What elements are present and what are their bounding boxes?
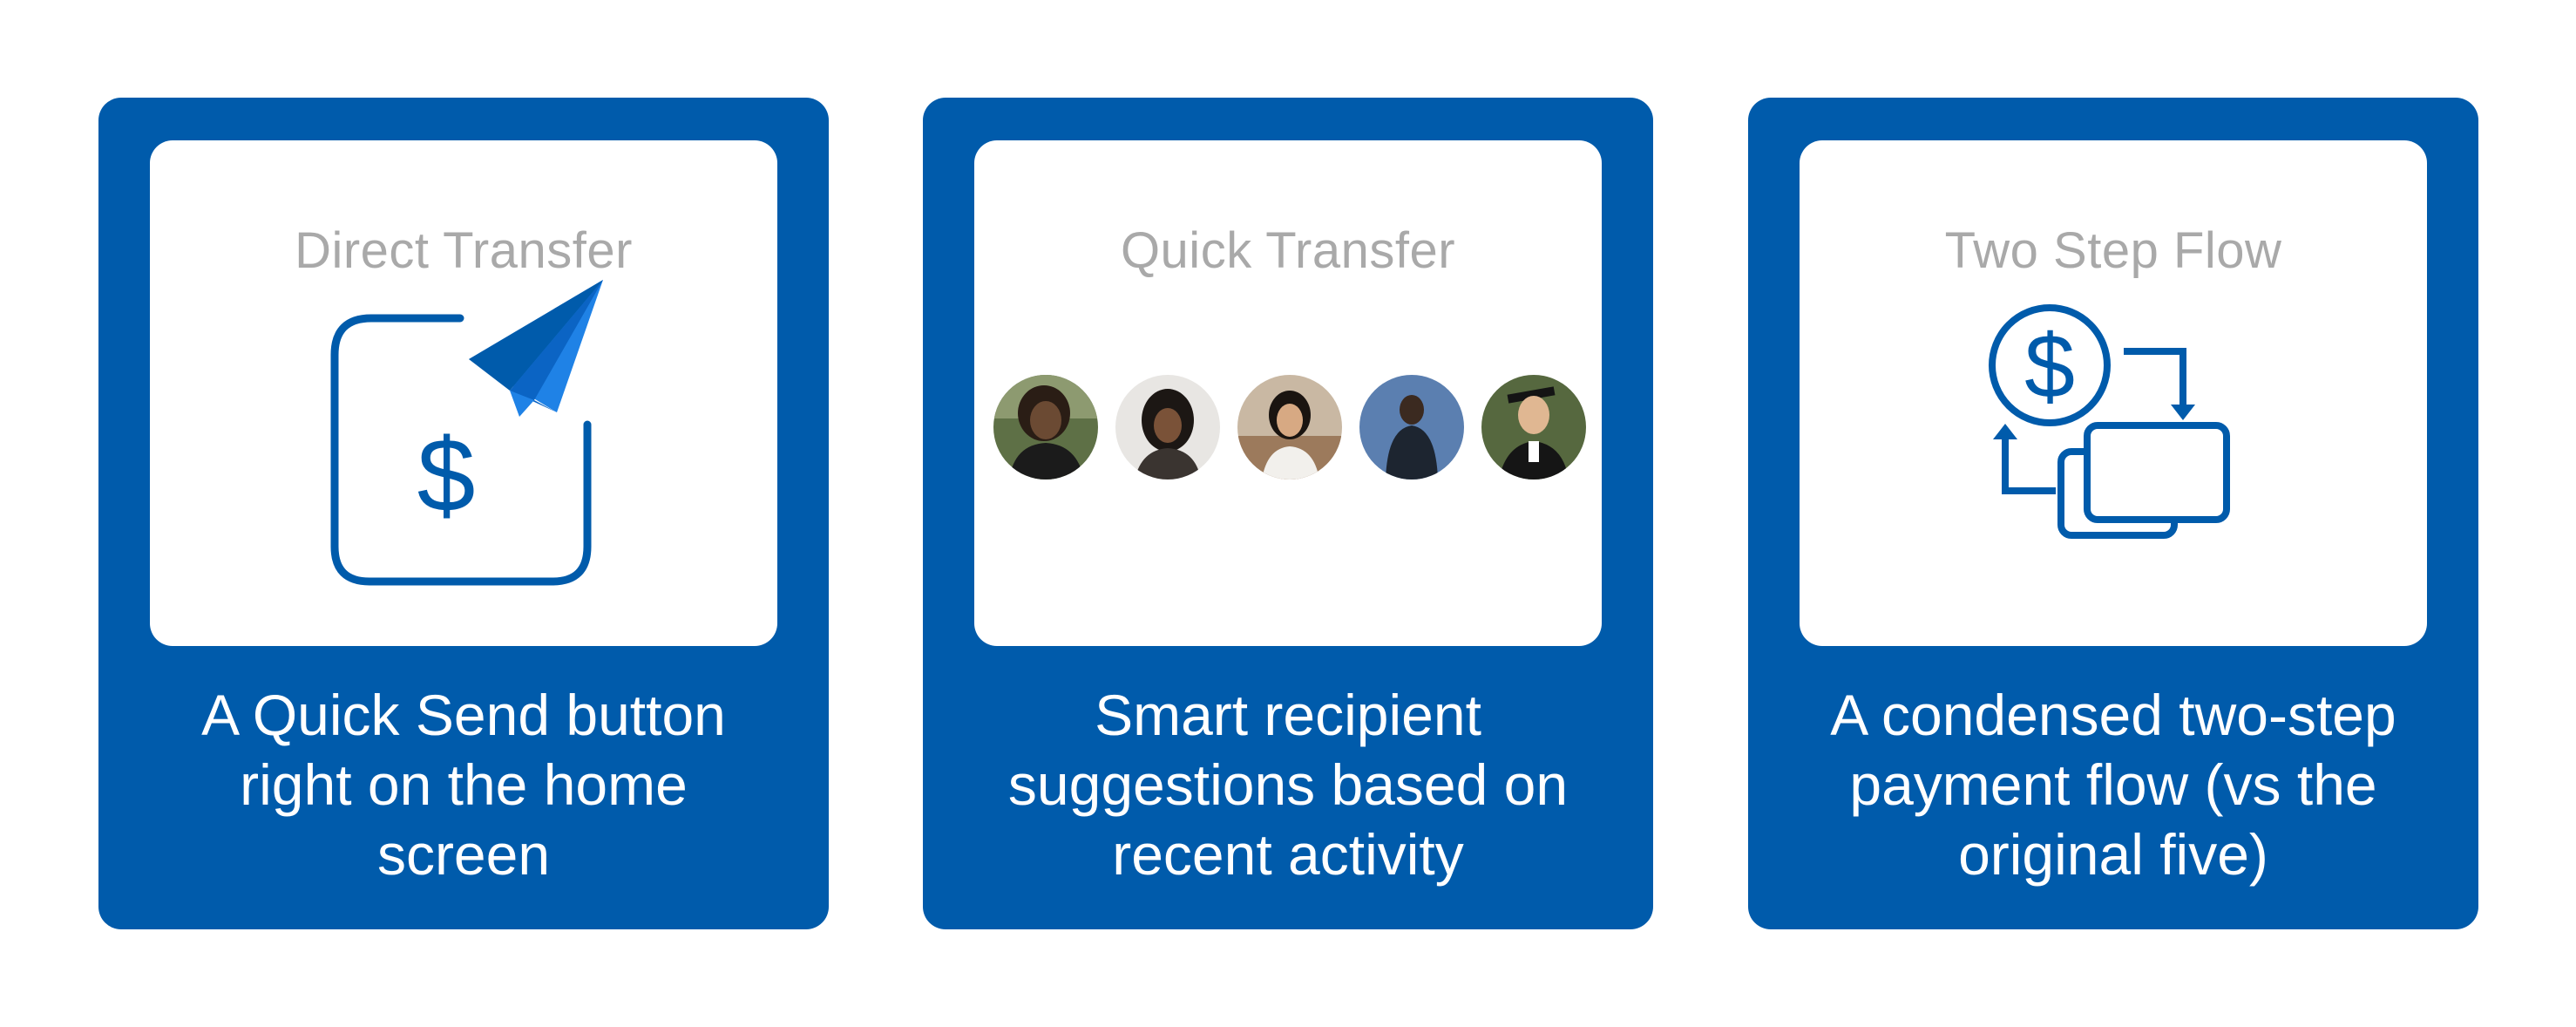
svg-text:$: $	[2024, 316, 2075, 418]
card-title: Quick Transfer	[1120, 222, 1456, 279]
caption-line: Smart recipient	[1095, 683, 1481, 747]
card-caption: A Quick Send button right on the home sc…	[125, 680, 803, 889]
feature-card-direct-transfer: Direct Transfer $ A Quick Send button ri…	[98, 98, 829, 929]
card-title: Two Step Flow	[1944, 222, 2282, 279]
recipient-avatar	[1481, 375, 1586, 479]
recipient-avatar	[1115, 375, 1220, 479]
caption-line: original five)	[1958, 822, 2268, 887]
caption-line: A Quick Send button	[201, 683, 726, 747]
feature-panel: Quick Transfer	[974, 140, 1602, 646]
feature-card-quick-transfer: Quick Transfer	[923, 98, 1653, 929]
feature-panel: Two Step Flow $	[1800, 140, 2427, 646]
caption-line: A condensed two-step	[1830, 683, 2396, 747]
dollar-cycle-cards-icon: $	[1989, 304, 2230, 539]
caption-line: screen	[376, 822, 551, 887]
feature-card-two-step-flow: Two Step Flow $ A condensed two-step pay…	[1748, 98, 2478, 929]
caption-line: suggestions based on	[1007, 752, 1569, 817]
card-caption: A condensed two-step payment flow (vs th…	[1774, 680, 2452, 889]
card-title: Direct Transfer	[295, 222, 633, 279]
paper-plane-dollar-icon: $	[330, 280, 603, 586]
recipient-avatar	[993, 375, 1098, 479]
card-caption: Smart recipient suggestions based on rec…	[949, 680, 1627, 889]
recipient-avatar	[1237, 375, 1342, 479]
recipient-avatar	[1359, 375, 1464, 479]
caption-line: payment flow (vs the	[1849, 752, 2377, 817]
feature-panel: Direct Transfer $	[150, 140, 777, 646]
recipient-avatars	[993, 375, 1586, 483]
caption-line: right on the home	[240, 752, 688, 817]
caption-line: recent activity	[1112, 822, 1464, 887]
svg-text:$: $	[417, 417, 476, 534]
